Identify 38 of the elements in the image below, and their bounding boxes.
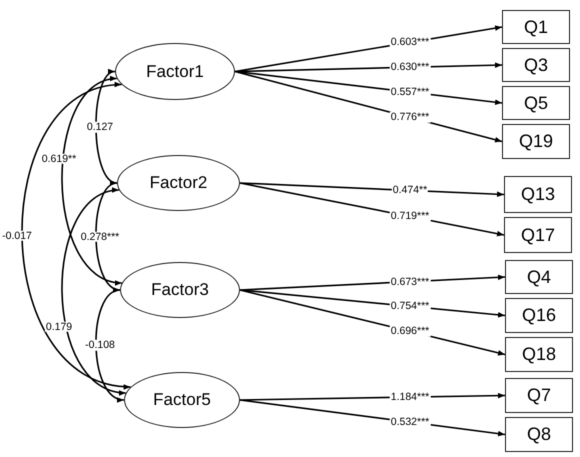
edge-label: 0.179 xyxy=(44,321,74,332)
edge-label: 0.532*** xyxy=(390,416,430,428)
edge-label: 0.619** xyxy=(40,154,78,164)
item-box: Q7 xyxy=(505,378,573,413)
item-box: Q8 xyxy=(505,417,573,452)
edge-label: -0.108 xyxy=(84,340,116,350)
edge-label: 0.474** xyxy=(392,185,428,196)
item-box: Q19 xyxy=(502,124,570,159)
covariance-arrow xyxy=(95,289,124,401)
edge-label: -0.017 xyxy=(1,230,33,241)
edge-label: 0.754*** xyxy=(390,301,430,312)
factor-ellipse: Factor5 xyxy=(124,372,240,428)
covariance-arrow xyxy=(61,188,126,394)
item-box: Q5 xyxy=(502,86,570,120)
edge-label: 0.278*** xyxy=(80,231,120,242)
item-box: Q17 xyxy=(504,217,572,253)
covariance-arrow xyxy=(95,70,118,184)
item-box: Q3 xyxy=(502,48,570,82)
item-box: Q13 xyxy=(504,176,572,213)
edge-label: 1.184*** xyxy=(390,392,430,402)
item-box: Q18 xyxy=(505,337,573,372)
edge-label: 0.630*** xyxy=(390,62,430,72)
edge-label: 0.696*** xyxy=(390,326,430,337)
covariance-arrow xyxy=(95,182,120,291)
item-box: Q4 xyxy=(505,260,573,294)
edge-label: 0.557*** xyxy=(390,86,430,98)
item-box: Q1 xyxy=(502,10,570,44)
factor-ellipse: Factor2 xyxy=(117,155,240,211)
edge-label: 0.719*** xyxy=(390,211,430,222)
item-box: Q16 xyxy=(505,298,573,333)
factor-ellipse: Factor3 xyxy=(120,262,240,318)
edge-label: 0.127 xyxy=(86,122,114,132)
edge-label: 0.673*** xyxy=(390,276,430,287)
covariance-arrow xyxy=(61,77,122,284)
edge-label: 0.776*** xyxy=(390,112,430,123)
edge-label: 0.603*** xyxy=(390,37,430,48)
covariance-arrow xyxy=(21,83,131,388)
factor-ellipse: Factor1 xyxy=(115,43,235,100)
